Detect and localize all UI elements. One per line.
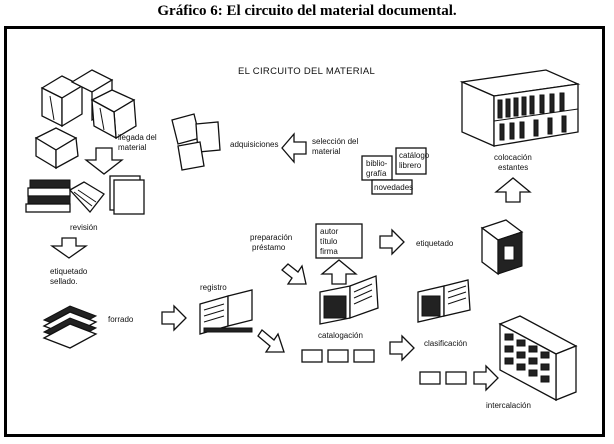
label-forrado: forrado [108, 315, 134, 324]
arrow-down-icon [52, 238, 86, 258]
label-etiquetado: etiquetado [416, 239, 454, 248]
label-intercalacion: intercalación [486, 401, 531, 410]
label-catalogo-2: librero [399, 161, 422, 170]
label-titulo: título [320, 237, 338, 246]
arrow-diagonal-icon [258, 330, 284, 352]
books-icon [26, 176, 144, 214]
arrow-left-icon [282, 134, 306, 162]
label-etiquetado-sellado-1: etiquetado [50, 267, 88, 276]
label-seleccion-1: selección del [312, 137, 358, 146]
box-stack-icon [36, 70, 136, 168]
arrow-right-icon [474, 366, 498, 390]
label-seleccion-2: material [312, 147, 341, 156]
label-autor: autor [320, 227, 339, 236]
card-slips-icon [302, 350, 374, 362]
arrow-diagonal-icon [282, 264, 306, 284]
label-revision: revisión [70, 223, 98, 232]
label-catalogacion: catalogación [318, 331, 363, 340]
card-slips-icon [420, 372, 466, 384]
label-catalogo-1: catálogo [399, 151, 430, 160]
label-clasificacion: clasificación [424, 339, 467, 348]
label-registro: registro [200, 283, 227, 292]
label-colocacion-1: colocación [494, 153, 532, 162]
card-catalog-icon [500, 316, 576, 400]
stacked-books-icon [44, 306, 96, 348]
arrow-up-icon [496, 178, 530, 202]
label-bibliografia-1: biblio- [366, 159, 388, 168]
label-firma: firma [320, 247, 338, 256]
arrow-right-icon [162, 306, 186, 330]
label-llegada-1: llegada del [118, 133, 157, 142]
arrow-up-icon [322, 260, 356, 284]
label-adquisiciones: adquisiciones [230, 140, 278, 149]
label-novedades: novedades [374, 183, 413, 192]
papers-icon [172, 114, 220, 170]
bookshelf-icon [462, 70, 578, 146]
open-book-icon [320, 276, 378, 324]
arrow-right-icon [380, 230, 404, 254]
label-bibliografia-2: grafía [366, 169, 387, 178]
open-book-icon [200, 290, 252, 334]
label-colocacion-2: estantes [498, 163, 528, 172]
label-preparacion-1: preparación [250, 233, 292, 242]
label-preparacion-2: préstamo [252, 243, 286, 252]
label-llegada-2: material [118, 143, 147, 152]
open-book-icon [418, 280, 470, 322]
arrow-down-icon [86, 148, 122, 174]
diagram-title: EL CIRCUITO DEL MATERIAL [238, 66, 375, 77]
labeled-book-icon [482, 220, 522, 274]
label-etiquetado-sellado-2: sellado. [50, 277, 78, 286]
arrow-right-icon [390, 336, 414, 360]
